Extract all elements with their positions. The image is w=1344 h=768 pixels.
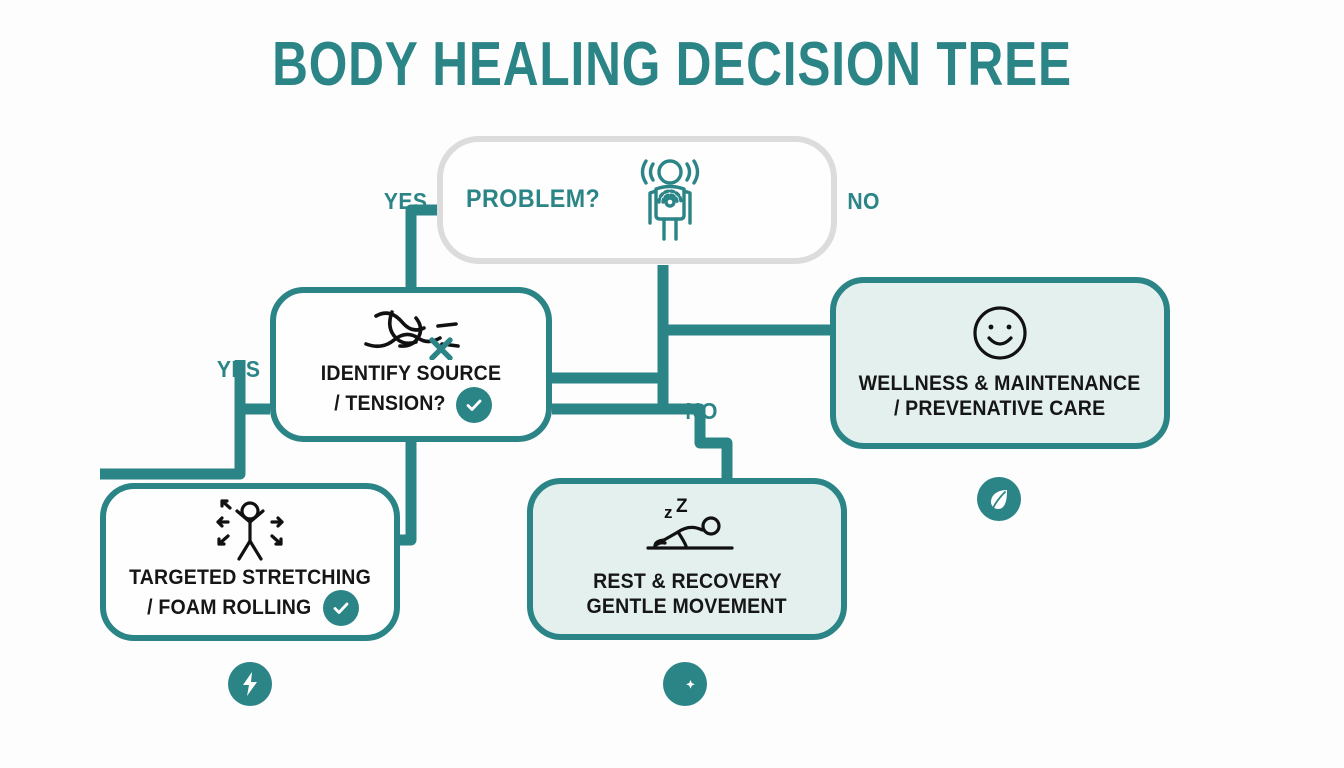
- leaf-icon: [977, 477, 1021, 521]
- lightning-bolt-icon: [228, 662, 272, 706]
- person-pain-signal-icon: [633, 157, 707, 243]
- svg-text:z: z: [664, 503, 673, 522]
- smiley-face-icon: [971, 304, 1029, 362]
- node-wellness-maintenance[interactable]: WELLNESS & MAINTENANCE / PREVENATIVE CAR…: [830, 277, 1170, 449]
- tangled-knot-icon: [358, 306, 464, 361]
- page-title: BODY HEALING DECISION TREE: [272, 30, 1072, 99]
- node-targeted-stretching[interactable]: TARGETED STRETCHING / FOAM ROLLING: [100, 483, 400, 641]
- node-problem[interactable]: PROBLEM?: [437, 136, 837, 264]
- check-circle-icon: [323, 590, 360, 627]
- node-rest-recovery-line1: REST & RECOVERY: [592, 570, 782, 594]
- edge-label-root-no: NO: [847, 188, 880, 214]
- node-targeted-stretching-line2: / FOAM ROLLING: [146, 595, 312, 619]
- node-identify-source-line2: / TENSION?: [334, 392, 446, 416]
- edge-label-root-yes: YES: [383, 188, 428, 214]
- node-identify-source[interactable]: IDENTIFY SOURCE / TENSION?: [270, 287, 552, 442]
- node-targeted-stretching-line1: TARGETED STRETCHING: [129, 565, 371, 589]
- wire-stretch-right-stub: [400, 483, 417, 546]
- node-problem-label: PROBLEM?: [466, 185, 601, 214]
- moon-star-icon: [663, 662, 707, 706]
- wire-root-yes: [405, 204, 437, 287]
- node-wellness-line2: / PREVENATIVE CARE: [894, 397, 1106, 420]
- wire-tension-yes-left: [100, 403, 270, 480]
- wire-tension-no: [552, 403, 733, 478]
- node-wellness-line1: WELLNESS & MAINTENANCE: [859, 372, 1141, 396]
- edge-label-tension-no: NO: [685, 398, 718, 424]
- sleeping-person-zzz-icon: z Z: [632, 496, 742, 560]
- edge-label-tension-yes: YES: [216, 356, 261, 382]
- node-rest-recovery-line2: GENTLE MOVEMENT: [586, 595, 788, 618]
- node-rest-recovery[interactable]: z Z REST & RECOVERY GENTLE MOVEMENT: [527, 478, 847, 640]
- svg-text:Z: Z: [676, 498, 688, 517]
- check-circle-icon: [455, 386, 492, 423]
- node-identify-source-line1: IDENTIFY SOURCE: [320, 362, 502, 386]
- stretching-person-icon: [206, 498, 294, 562]
